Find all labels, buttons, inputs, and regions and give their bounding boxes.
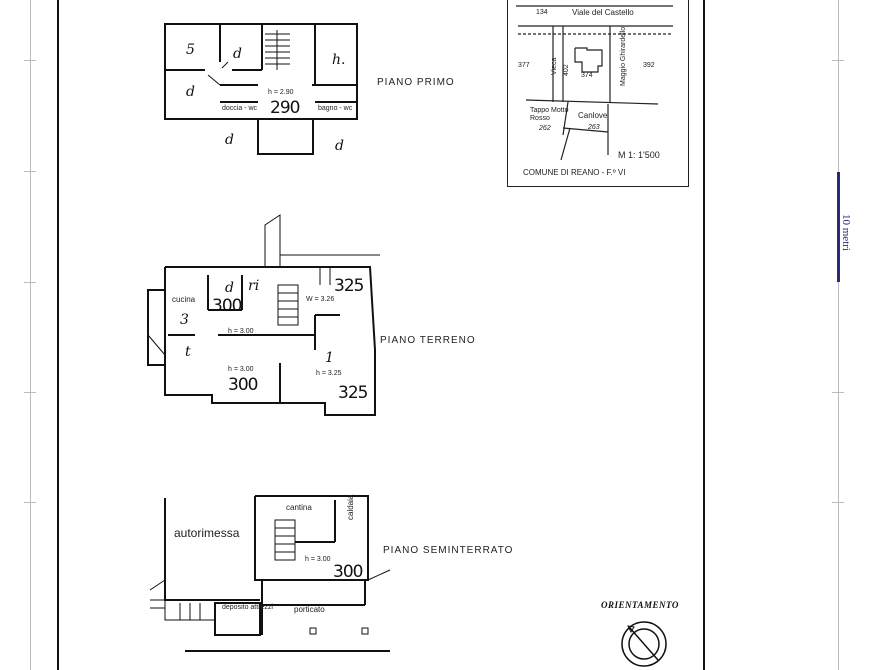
map-label-maggio: Maggio Ghirardello: [620, 26, 627, 86]
floor-plan-primo: [164, 23, 358, 155]
room-mark-t: t: [185, 344, 191, 360]
height-handwritten: 325: [338, 383, 368, 403]
floor-label-seminterrato: PIANO SEMINTERRATO: [383, 545, 514, 556]
height-printed: h = 3.00: [228, 366, 254, 373]
room-label-caldaia: caldaia: [346, 494, 355, 520]
margin-tick: [24, 502, 36, 503]
street-name: Viale del Castello: [572, 8, 634, 17]
margin-tick: [24, 171, 36, 172]
room-label-autorimessa: autorimessa: [174, 526, 240, 540]
room-label-doccia-wc: doccia - wc: [222, 105, 258, 112]
floor-label-primo: PIANO PRIMO: [377, 77, 455, 88]
annotation-d: d: [335, 138, 344, 154]
room-mark-ri: ri: [248, 278, 260, 294]
height-handwritten: 300: [228, 375, 258, 395]
location-map: 134 Viale del Castello 377 Vieca 402 374…: [507, 0, 689, 187]
room-label-cucina: cucina: [172, 295, 196, 304]
room-mark-h: h.: [332, 52, 346, 68]
room-mark-3: 3: [180, 312, 189, 328]
annotation-d: d: [225, 132, 234, 148]
floor-plan-seminterrato: [149, 495, 391, 652]
room-mark-d: d: [225, 280, 234, 296]
room-mark-5: 5: [186, 42, 195, 58]
parcel-377: 377: [518, 62, 530, 69]
floor-plan-terreno: [147, 214, 380, 416]
room-label-cantina: cantina: [286, 503, 312, 512]
room-mark-d: d: [186, 84, 195, 100]
margin-tick: [832, 60, 844, 61]
parcel-402: 402: [563, 64, 570, 76]
room-label-porticato: porticato: [294, 605, 325, 614]
room-mark-d: d: [233, 46, 242, 62]
map-comune: COMUNE DI REANO - F.º VI: [523, 168, 626, 177]
parcel-392: 392: [643, 62, 655, 69]
left-frame-line: [57, 0, 59, 670]
margin-tick: [832, 392, 844, 393]
map-lines: [516, 5, 673, 161]
floor-label-terreno: PIANO TERRENO: [380, 335, 476, 346]
room-label-deposito: deposito attrezzi: [222, 604, 273, 611]
right-margin-line: [838, 0, 839, 670]
height-printed: h = 2.90: [268, 89, 294, 96]
height-handwritten: 325: [334, 276, 364, 296]
right-frame-line: [703, 0, 705, 670]
scale-bar-label: 10 metri: [840, 214, 852, 251]
height-printed: W = 3.26: [306, 296, 335, 303]
room-mark-1: 1: [325, 350, 334, 366]
parcel-374: 374: [581, 72, 593, 79]
orientation-title: ORIENTAMENTO: [601, 600, 679, 610]
height-printed: h = 3.00: [228, 328, 254, 335]
height-handwritten: 300: [333, 562, 363, 582]
margin-tick: [24, 60, 36, 61]
parcel-263: 263: [588, 124, 600, 131]
map-label-canlove: Canlove: [578, 111, 608, 120]
height-printed: h = 3.00: [305, 556, 331, 563]
margin-tick: [24, 282, 36, 283]
room-label-bagno-wc: bagno - wc: [318, 105, 353, 112]
parcel-134: 134: [536, 9, 548, 16]
map-label-tappo: Tappo Motto Rosso: [530, 107, 569, 122]
map-scale: M 1: 1'500: [618, 150, 660, 160]
height-printed: h = 3.25: [316, 370, 342, 377]
parcel-262: 262: [539, 125, 551, 132]
height-handwritten: 290: [270, 98, 300, 118]
margin-tick: [832, 502, 844, 503]
scale-bar: [837, 172, 840, 282]
compass-icon: [621, 621, 667, 667]
margin-tick: [24, 392, 36, 393]
left-margin-line: [30, 0, 31, 670]
room-height-300: 300: [212, 296, 242, 316]
map-label-vieca: Vieca: [551, 57, 558, 75]
